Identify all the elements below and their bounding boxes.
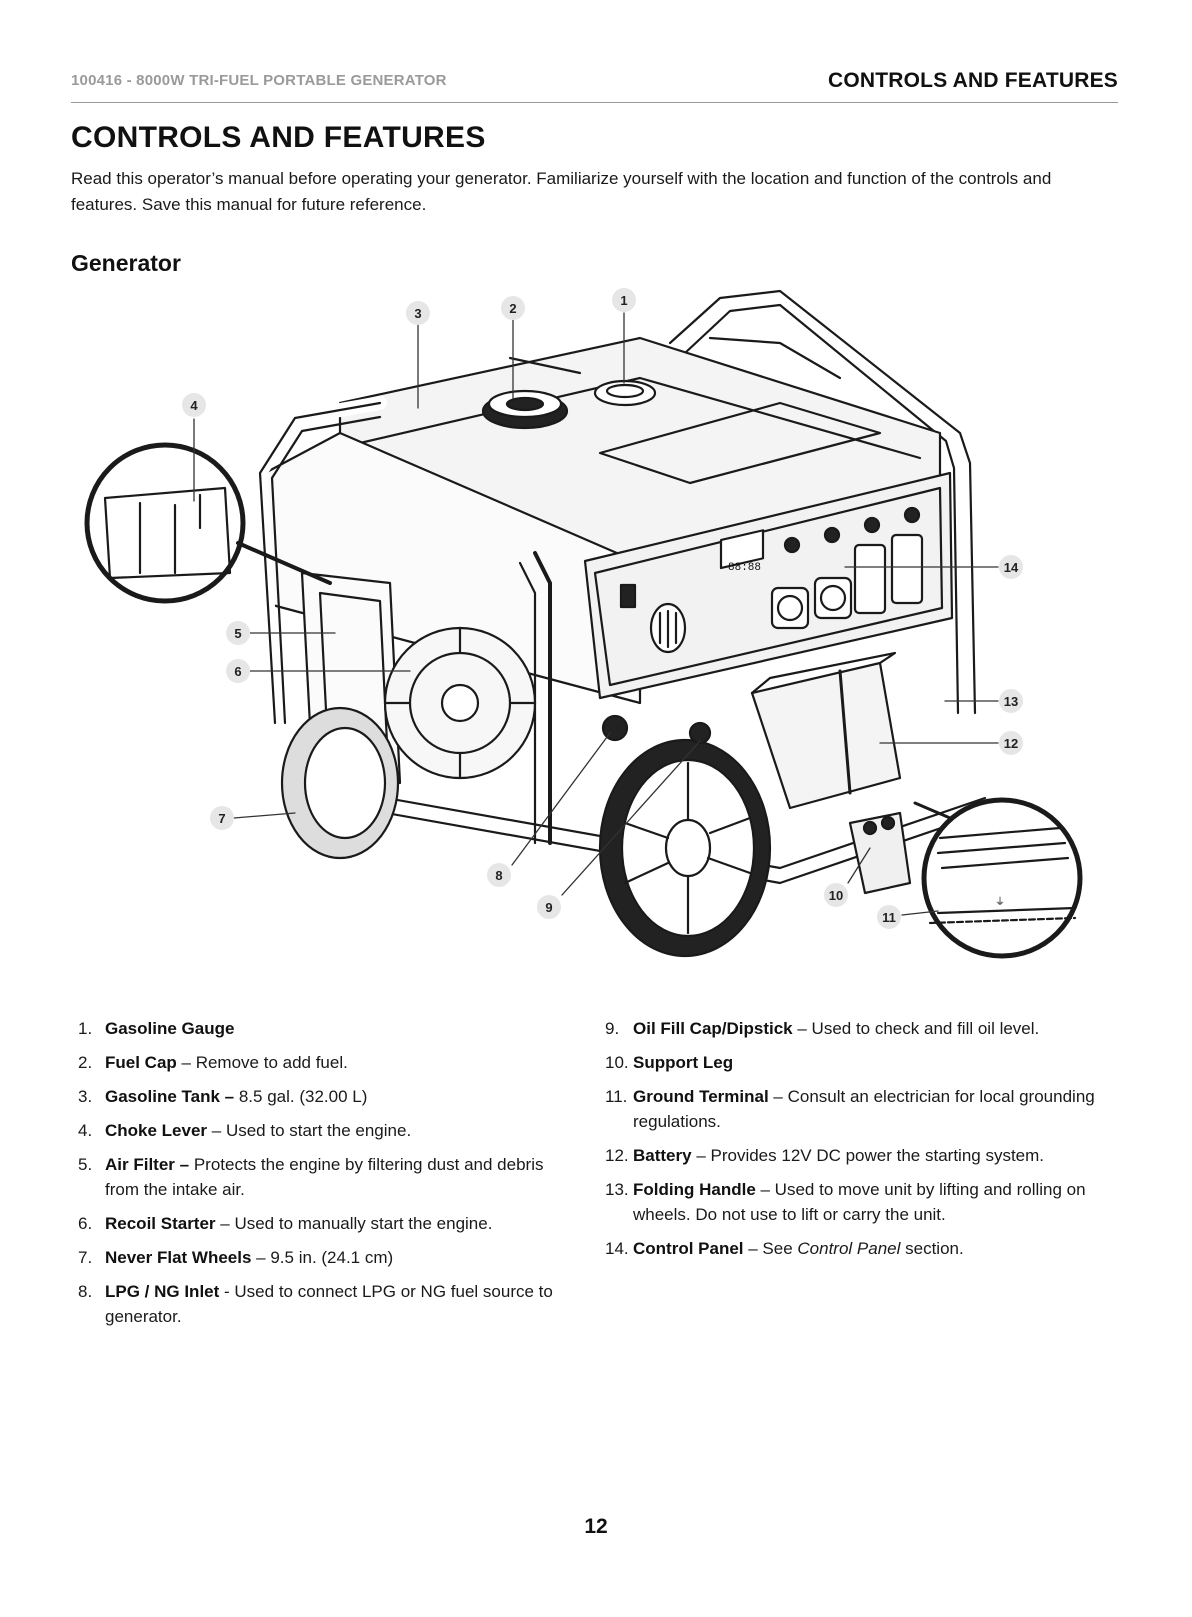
feature-name: Never Flat Wheels — [105, 1248, 252, 1267]
list-item: 4.Choke Lever – Used to start the engine… — [78, 1121, 412, 1140]
svg-text:8: 8 — [495, 868, 502, 883]
features-list-right: 9.Oil Fill Cap/Dipstick – Used to check … — [605, 1016, 1105, 1270]
list-item: 7.Never Flat Wheels – 9.5 in. (24.1 cm) — [78, 1248, 394, 1267]
callout-6: 6 — [226, 659, 250, 683]
feature-name: Air Filter – — [105, 1155, 190, 1174]
battery — [750, 661, 902, 810]
list-item: 9.Oil Fill Cap/Dipstick – Used to check … — [605, 1019, 1040, 1038]
callout-4: 4 — [182, 393, 206, 417]
list-item: 10.Support Leg — [605, 1053, 734, 1072]
callout-7: 7 — [210, 806, 234, 830]
callout-3: 3 — [406, 301, 430, 325]
callout-8: 8 — [487, 863, 511, 887]
callout-13: 13 — [999, 689, 1023, 713]
frame-front-rail — [258, 401, 382, 725]
lpg-inlet — [601, 714, 629, 742]
list-item: 14.Control Panel – See Control Panel sec… — [605, 1239, 964, 1258]
list-item: 12.Battery – Provides 12V DC power the s… — [605, 1146, 1045, 1165]
svg-text:6: 6 — [234, 664, 241, 679]
ground-detail-circle — [921, 797, 1083, 959]
feature-name: Control Panel — [633, 1239, 744, 1258]
panel-switch — [619, 583, 637, 609]
svg-text:13: 13 — [1004, 694, 1018, 709]
list-item: 8.LPG / NG Inlet - Used to connect LPG o… — [78, 1282, 553, 1326]
page-title: CONTROLS AND FEATURES — [71, 121, 486, 154]
list-item: 3.Gasoline Tank – 8.5 gal. (32.00 L) — [78, 1087, 368, 1106]
oil-fill-cap — [688, 721, 712, 745]
ground-symbol: ⏚ — [995, 896, 1005, 908]
svg-text:14: 14 — [1004, 560, 1019, 575]
generator-subheading: Generator — [71, 250, 181, 276]
feature-name: Support Leg — [633, 1053, 734, 1072]
feature-name: Fuel Cap — [105, 1053, 177, 1072]
feature-name: Oil Fill Cap/Dipstick — [633, 1019, 793, 1038]
display-readout: 88:88 — [728, 562, 761, 574]
features-list-left: 1.Gasoline Gauge 2.Fuel Cap – Remove to … — [78, 1016, 558, 1338]
svg-text:5: 5 — [234, 626, 241, 641]
page-number: 12 — [584, 1515, 608, 1538]
svg-text:12: 12 — [1004, 736, 1018, 751]
feature-name: Recoil Starter — [105, 1214, 216, 1233]
feature-name: Ground Terminal — [633, 1087, 769, 1106]
callout-9: 9 — [537, 895, 561, 919]
support-leg — [848, 811, 912, 895]
digital-display — [719, 529, 765, 570]
running-header: 100416 - 8000W TRI-FUEL PORTABLE GENERAT… — [71, 66, 1118, 103]
generator-illustration: 88:88 ⏚ — [84, 288, 1083, 959]
list-item: 1.Gasoline Gauge — [78, 1019, 235, 1038]
svg-text:2: 2 — [509, 301, 516, 316]
list-item: 6.Recoil Starter – Used to manually star… — [78, 1214, 493, 1233]
cross-reference: Control Panel — [797, 1239, 901, 1258]
intro-paragraph: Read this operator’s manual before opera… — [71, 169, 1052, 214]
callout-10: 10 — [824, 883, 848, 907]
callout-11: 11 — [877, 905, 901, 929]
outlet-twistlock-1 — [770, 586, 810, 630]
svg-text:11: 11 — [882, 910, 896, 925]
callout-1: 1 — [612, 288, 636, 312]
callout-2: 2 — [501, 296, 525, 320]
generator-diagram: 88:88 ⏚ — [80, 283, 1130, 1003]
feature-name: Gasoline Gauge — [105, 1019, 235, 1038]
outlet-twistlock-2 — [813, 576, 853, 620]
list-item: 2.Fuel Cap – Remove to add fuel. — [78, 1053, 348, 1072]
outlet-duplex-2 — [890, 533, 924, 605]
choke-detail-circle — [84, 442, 246, 604]
callout-badges: 1 2 3 4 5 6 7 8 9 10 11 12 13 14 — [182, 288, 1023, 929]
outlet-duplex-1 — [853, 543, 887, 615]
callout-14: 14 — [999, 555, 1023, 579]
svg-text:7: 7 — [218, 811, 225, 826]
document-id: 100416 - 8000W TRI-FUEL PORTABLE GENERAT… — [71, 72, 447, 89]
frame-back-rail — [668, 289, 977, 715]
svg-text:10: 10 — [829, 888, 843, 903]
callout-5: 5 — [226, 621, 250, 645]
feature-name: Gasoline Tank – — [105, 1087, 235, 1106]
list-item: 13.Folding Handle – Used to move unit by… — [605, 1180, 1086, 1224]
feature-name: Folding Handle — [633, 1180, 756, 1199]
svg-text:4: 4 — [190, 398, 198, 413]
svg-text:9: 9 — [545, 900, 552, 915]
feature-name: Choke Lever — [105, 1121, 208, 1140]
svg-text:3: 3 — [414, 306, 421, 321]
feature-name: Battery — [633, 1146, 692, 1165]
callout-12: 12 — [999, 731, 1023, 755]
svg-text:1: 1 — [620, 293, 627, 308]
section-tag: CONTROLS AND FEATURES — [827, 69, 1118, 92]
list-item: 11.Ground Terminal – Consult an electric… — [605, 1087, 1095, 1131]
list-item: 5.Air Filter – Protects the engine by fi… — [78, 1155, 544, 1199]
feature-name: LPG / NG Inlet — [105, 1282, 220, 1301]
